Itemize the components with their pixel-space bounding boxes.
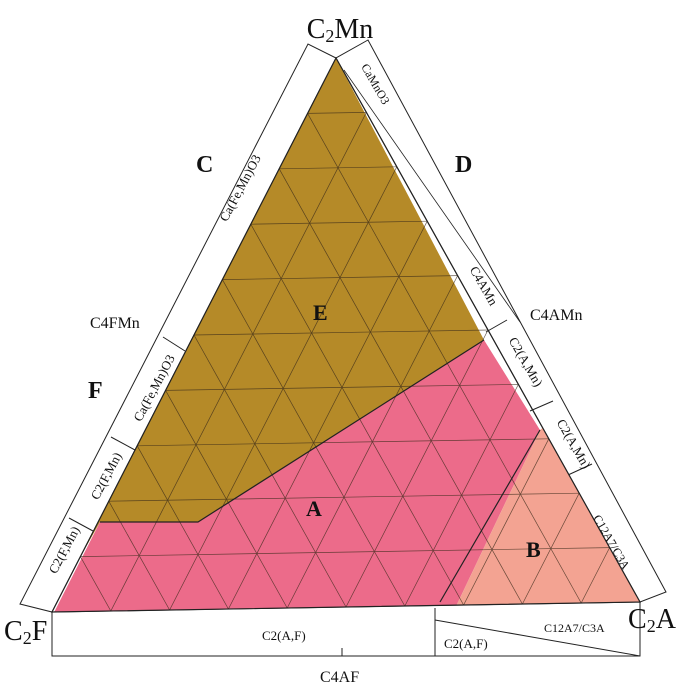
- edge-bottom-label: C4AF: [320, 669, 359, 686]
- region-A-fill: [52, 340, 540, 612]
- grid-line-left-8: [522, 493, 580, 605]
- grid-line-right-1: [307, 113, 582, 604]
- boundary-E-A: [100, 339, 485, 523]
- grid-line-horizontal-9: [307, 112, 367, 114]
- region-C-letter: C: [196, 152, 213, 178]
- grid-line-horizontal-7: [250, 220, 428, 225]
- strip-bottom-left-label: C2(A,F): [262, 628, 306, 643]
- grid-line-right-6: [165, 390, 288, 609]
- vertex-right-label: C2A: [628, 604, 677, 636]
- grid-line-left-7: [463, 438, 550, 606]
- grid-line-left-6: [404, 384, 519, 607]
- right-inner-line: [343, 69, 521, 323]
- strip-bottom-right-left-label: C2(A,F): [444, 636, 488, 651]
- region-F-letter: F: [88, 378, 103, 404]
- grid-line-horizontal-3: [137, 438, 549, 447]
- region-D-letter: D: [455, 152, 472, 178]
- grid-line-left-1: [110, 112, 367, 612]
- grid-line-right-9: [80, 556, 112, 612]
- region-B-letter: B: [526, 537, 541, 562]
- grid-line-horizontal-5: [193, 329, 489, 336]
- grid-line-horizontal-6: [222, 275, 458, 280]
- grid-line-left-3: [228, 221, 428, 610]
- grid-line-horizontal-1: [80, 547, 610, 557]
- grid-line-horizontal-8: [279, 166, 397, 170]
- grid-line-right-8: [108, 501, 170, 611]
- edge-left-label: C4FMn: [90, 315, 140, 332]
- right-strip-divider-2: [529, 400, 554, 412]
- left-strip-divider-1: [162, 336, 186, 352]
- region-A-letter: A: [306, 496, 322, 521]
- vertex-left-label: C2F: [4, 616, 47, 648]
- right-strip-divider-3: [567, 463, 593, 476]
- strip-bottom-right-right-label: C12A7/C3A: [544, 621, 605, 635]
- vertex-top-label: C2Mn: [307, 14, 374, 46]
- boundary-A-B: [439, 429, 541, 603]
- left-strip-divider-3: [68, 517, 94, 532]
- grid-line-right-3: [250, 224, 464, 606]
- grid-line-right-5: [193, 334, 347, 608]
- triangular-grid: [80, 112, 610, 612]
- left-strip-divider-2: [110, 436, 136, 451]
- grid-line-right-7: [136, 445, 229, 610]
- bottom-strip-diagonal: [434, 619, 641, 657]
- right-strip-divider-1: [485, 319, 508, 333]
- region-E-letter: E: [313, 300, 328, 325]
- grid-line-left-9: [580, 547, 610, 604]
- grid-line-left-5: [345, 329, 489, 608]
- main-triangle-outline: [51, 56, 642, 613]
- edge-right-label: C4AMn: [530, 307, 582, 324]
